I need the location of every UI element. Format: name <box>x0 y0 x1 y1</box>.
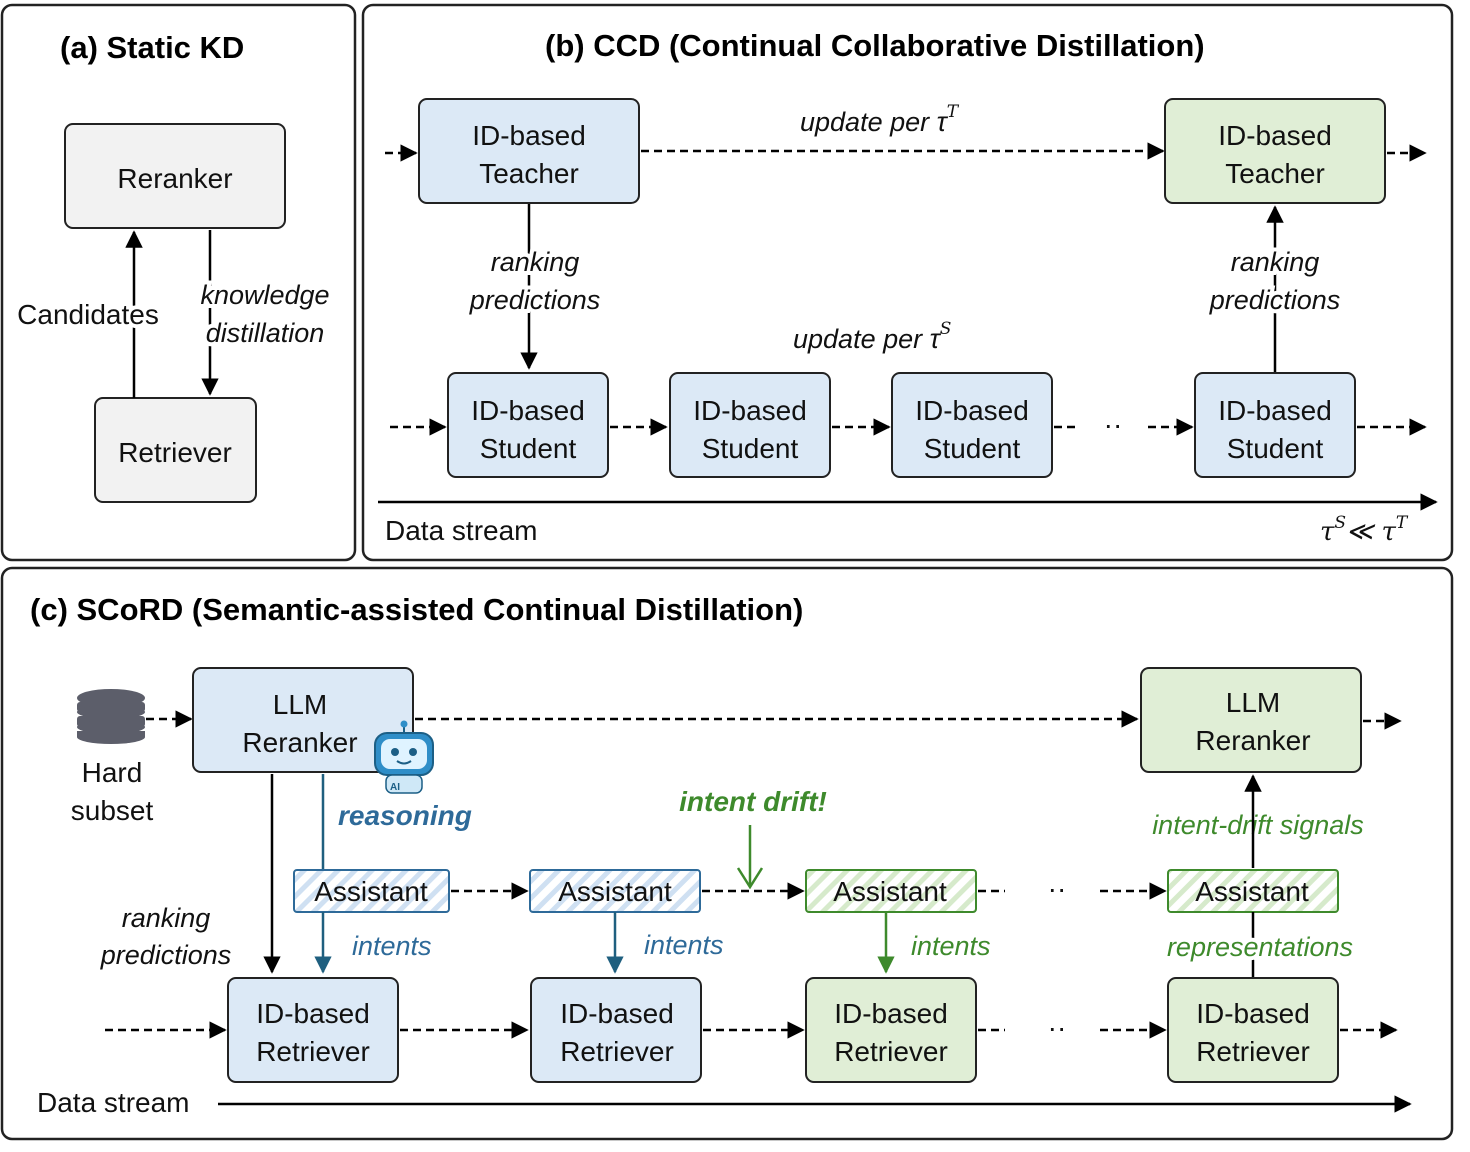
ranking-b-right-2: predictions <box>1209 285 1341 315</box>
panel-b-title: (b) CCD (Continual Collaborative Distill… <box>545 28 1205 63</box>
student-box-2 <box>669 372 831 478</box>
student-ellipsis: ·· <box>1104 409 1123 440</box>
llm-blue-line2: Reranker <box>242 727 357 758</box>
teacher-box-green <box>1164 98 1386 204</box>
retriever-4-line2: Retriever <box>1196 1036 1310 1067</box>
student-3-line2: Student <box>924 433 1021 464</box>
assistant-2-label: Assistant <box>558 876 672 907</box>
teacher-green-line2: Teacher <box>1225 158 1325 189</box>
reranker-label: Reranker <box>117 163 232 194</box>
assistant-ellipsis: ·· <box>1048 873 1067 904</box>
panel-c-frame <box>0 566 1454 1141</box>
assistant-4-label: Assistant <box>1195 876 1309 907</box>
student-4-line2: Student <box>1227 433 1324 464</box>
retriever-box-1 <box>227 977 399 1083</box>
data-stream-label-c: Data stream <box>37 1087 190 1118</box>
reranker-box <box>64 123 286 229</box>
hard-subset-line1: Hard <box>82 757 143 788</box>
retriever-label: Retriever <box>118 437 232 468</box>
retriever-ellipsis: ·· <box>1048 1012 1067 1043</box>
llm-blue-line1: LLM <box>273 689 327 720</box>
assistant-1-label: Assistant <box>314 876 428 907</box>
ranking-b-right-2-bg: predictions <box>1209 285 1341 315</box>
intents-label-1: intents <box>352 931 432 961</box>
teacher-box-blue <box>418 98 640 204</box>
teacher-blue-line1: ID-based <box>472 120 586 151</box>
retriever-1-line1: ID-based <box>256 998 370 1029</box>
student-4-line1: ID-based <box>1218 395 1332 426</box>
assistant-3-label: Assistant <box>833 876 947 907</box>
student-1-line1: ID-based <box>471 395 585 426</box>
assistant-box-1 <box>293 869 450 913</box>
hard-subset-line2: subset <box>71 795 154 826</box>
database-icon <box>77 689 145 744</box>
candidates-label-fg: Candidates <box>17 299 159 330</box>
retriever-3-line1: ID-based <box>834 998 948 1029</box>
retriever-box <box>94 397 257 503</box>
kd-label-2-fg: distillation <box>206 318 325 348</box>
student-3-line1: ID-based <box>915 395 1029 426</box>
retriever-1-line2: Retriever <box>256 1036 370 1067</box>
retriever-2-line2: Retriever <box>560 1036 674 1067</box>
candidates-label: Candidates <box>17 299 159 330</box>
intents-label-3: intents <box>911 931 991 961</box>
tau-relation: τS≪ τT <box>1320 513 1409 547</box>
teacher-blue-line2: Teacher <box>479 158 579 189</box>
ranking-b-left-2: predictions <box>469 285 601 315</box>
retriever-box-4 <box>1167 977 1339 1083</box>
ranking-c-2: predictions <box>100 940 232 970</box>
panel-a-title: (a) Static KD <box>60 30 244 65</box>
retriever-box-2 <box>530 977 702 1083</box>
student-1-line2: Student <box>480 433 577 464</box>
student-box-3 <box>891 372 1053 478</box>
panel-b-frame <box>361 3 1454 562</box>
retriever-2-line1: ID-based <box>560 998 674 1029</box>
panel-c-title: (c) SCoRD (Semantic-assisted Continual D… <box>30 592 803 627</box>
assistant-box-3 <box>805 869 977 913</box>
intents-label-2: intents <box>644 930 724 960</box>
reasoning-label: reasoning <box>338 800 472 831</box>
retriever-4-line1: ID-based <box>1196 998 1310 1029</box>
ranking-b-right-1: ranking <box>1231 247 1320 277</box>
teacher-green-line1: ID-based <box>1218 120 1332 151</box>
intent-drift-signals-label: intent-drift signals <box>1152 810 1364 840</box>
data-stream-label-b: Data stream <box>385 515 538 546</box>
student-2-line1: ID-based <box>693 395 807 426</box>
student-box-4 <box>1194 372 1356 478</box>
robot-icon: AI <box>374 720 434 794</box>
student-2-line2: Student <box>702 433 799 464</box>
ranking-b-right-1-bg: ranking <box>1231 247 1320 277</box>
update-teacher-label: update per τT <box>800 102 960 137</box>
ranking-b-left-1: ranking <box>491 247 580 277</box>
update-student-label: update per τS <box>793 319 951 354</box>
intent-drift-label: intent drift! <box>679 786 827 817</box>
ranking-b-left-2-bg: predictions <box>469 285 601 315</box>
retriever-box-3 <box>805 977 977 1083</box>
llm-green-line2: Reranker <box>1195 725 1310 756</box>
ranking-b-left-1-bg: ranking <box>491 247 580 277</box>
intent-drift-arrowhead <box>736 867 764 890</box>
robot-badge: AI <box>390 782 400 793</box>
student-box-1 <box>447 372 609 478</box>
ranking-c-1: ranking <box>122 903 211 933</box>
retriever-3-line2: Retriever <box>834 1036 948 1067</box>
kd-label-1-fg: knowledge <box>200 280 329 310</box>
representations-label-bg: representations <box>1167 932 1353 962</box>
llm-reranker-blue <box>192 667 414 773</box>
kd-label-2: distillation <box>206 318 325 348</box>
panel-a-frame <box>0 3 357 562</box>
kd-label-1: knowledge <box>200 280 329 310</box>
representations-label: representations <box>1167 932 1353 962</box>
llm-green-line1: LLM <box>1226 687 1280 718</box>
llm-reranker-green <box>1140 667 1362 773</box>
